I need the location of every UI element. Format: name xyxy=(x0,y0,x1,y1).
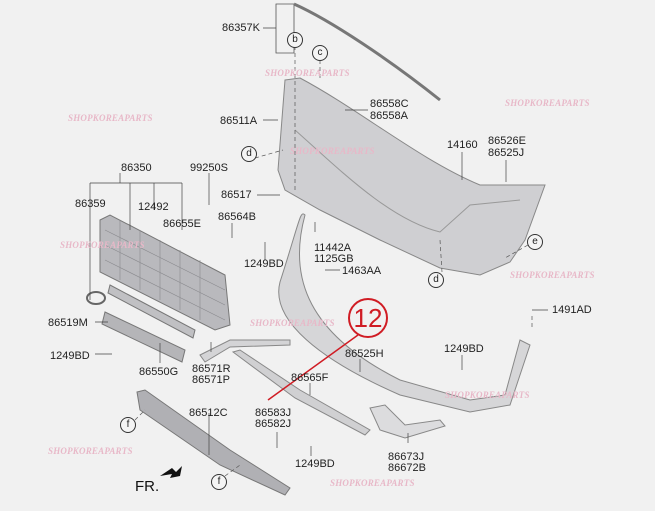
part-label-86526E[interactable]: 86526E xyxy=(488,135,526,147)
part-label-86359[interactable]: 86359 xyxy=(75,198,106,210)
part-label-86357K[interactable]: 86357K xyxy=(222,22,260,34)
part-label-86558A[interactable]: 86558A xyxy=(370,110,408,122)
watermark: SHOPKOREAPARTS xyxy=(48,446,133,456)
ref-circle-f: f xyxy=(120,417,136,433)
ref-circle-d: d xyxy=(428,272,444,288)
part-label-12492[interactable]: 12492 xyxy=(138,201,169,213)
callout-leader xyxy=(267,334,359,401)
part-label-1249BD[interactable]: 1249BD xyxy=(295,458,335,470)
part-label-86512C[interactable]: 86512C xyxy=(189,407,228,419)
watermark: SHOPKOREAPARTS xyxy=(290,146,375,156)
ref-circle-d: d xyxy=(241,146,257,162)
watermark: SHOPKOREAPARTS xyxy=(60,240,145,250)
part-label-86673J[interactable]: 86673J xyxy=(388,451,425,463)
part-label-86583J[interactable]: 86583J xyxy=(255,407,292,419)
part-label-1249BD[interactable]: 1249BD xyxy=(444,343,484,355)
part-label-86350[interactable]: 86350 xyxy=(121,162,152,174)
part-label-86519M[interactable]: 86519M xyxy=(48,317,88,329)
garnish-86673J-shape xyxy=(369,404,446,439)
part-label-1249BD[interactable]: 1249BD xyxy=(50,350,90,362)
front-label: FR. xyxy=(135,478,160,495)
part-label-99250S[interactable]: 99250S xyxy=(190,162,228,174)
part-label-11442A[interactable]: 11442A xyxy=(314,242,352,254)
ref-circle-b: b xyxy=(287,32,303,48)
watermark: SHOPKOREAPARTS xyxy=(510,270,595,280)
part-label-86571R[interactable]: 86571R xyxy=(192,363,231,375)
lip-86525H-shape xyxy=(278,213,531,413)
part-label-1125GB[interactable]: 1125GB xyxy=(314,253,354,265)
part-label-86511A[interactable]: 86511A xyxy=(220,115,258,127)
part-label-86525H[interactable]: 86525H xyxy=(345,348,384,360)
part-label-1249BD[interactable]: 1249BD xyxy=(244,258,284,270)
lower-grille-86512C-shape xyxy=(136,389,291,496)
part-label-86525J[interactable]: 86525J xyxy=(488,147,525,159)
part-label-86564B[interactable]: 86564B xyxy=(218,211,256,223)
callout-number: 12 xyxy=(348,298,388,338)
part-label-86672B[interactable]: 86672B xyxy=(388,462,426,474)
watermark: SHOPKOREAPARTS xyxy=(445,390,530,400)
part-label-86550G[interactable]: 86550G xyxy=(139,366,179,378)
strip-86565F-shape xyxy=(231,349,371,436)
part-label-14160[interactable]: 14160 xyxy=(447,139,478,151)
molding-86571-shape xyxy=(199,339,291,363)
part-label-86565F[interactable]: 86565F xyxy=(291,372,329,384)
part-label-86517[interactable]: 86517 xyxy=(221,189,252,201)
bracket-86357K-lines xyxy=(275,3,295,54)
watermark: SHOPKOREAPARTS xyxy=(330,478,415,488)
part-label-86571P[interactable]: 86571P xyxy=(192,374,230,386)
ref-circle-e: e xyxy=(527,234,543,250)
watermark: SHOPKOREAPARTS xyxy=(505,98,590,108)
watermark: SHOPKOREAPARTS xyxy=(265,68,350,78)
bumper-cover-shape xyxy=(277,77,546,276)
front-arrow-icon xyxy=(160,466,182,478)
part-label-86558C[interactable]: 86558C xyxy=(370,98,409,110)
part-label-1463AA[interactable]: 1463AA xyxy=(342,265,382,277)
molding-86550G-shape xyxy=(101,311,186,363)
ref-circle-c: c xyxy=(312,45,328,61)
garnish-86519M-shape xyxy=(107,284,196,339)
cover-strip xyxy=(293,2,441,102)
part-label-1491AD[interactable]: 1491AD xyxy=(552,304,592,316)
watermark: SHOPKOREAPARTS xyxy=(250,318,335,328)
watermark: SHOPKOREAPARTS xyxy=(68,113,153,123)
leader-lines xyxy=(89,27,548,456)
ref-circle-f: f xyxy=(211,474,227,490)
part-label-86582J[interactable]: 86582J xyxy=(255,418,292,430)
part-label-86655E[interactable]: 86655E xyxy=(163,218,201,230)
emblem-86359 xyxy=(86,291,106,305)
